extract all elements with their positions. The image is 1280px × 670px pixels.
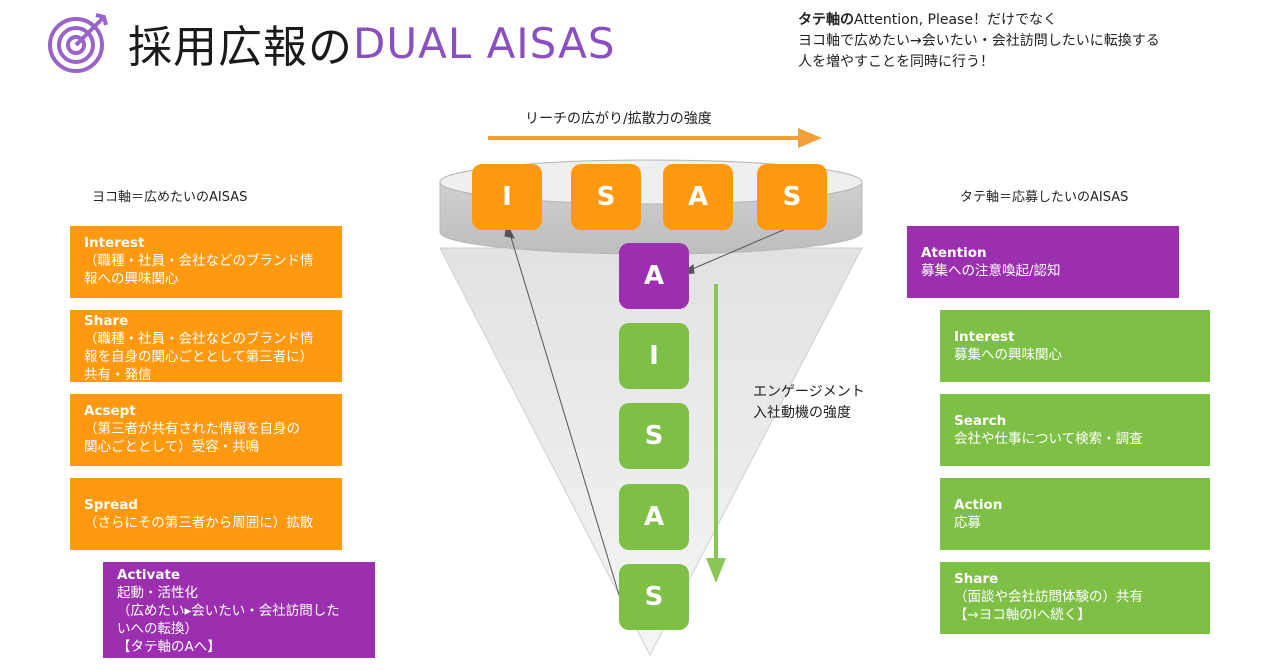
left-item-acsept: Acsept （第三者が共有された情報を自身の 関心ごととして）受容・共鳴 [70, 394, 342, 466]
left-column-title: ヨコ軸＝広めたいのAISAS [92, 190, 248, 205]
vertical-tile-i: I [619, 323, 689, 389]
right-item-share: Share （面談や会社訪問体験の）共有 【→ヨコ軸のIへ続く】 [940, 562, 1210, 634]
reach-label: リーチの広がり/拡散力の強度 [525, 111, 712, 127]
target-icon [48, 13, 108, 73]
vertical-tile-a1: A [619, 243, 689, 309]
horizontal-tile-s2: S [757, 164, 827, 230]
engagement-arrow [706, 284, 726, 583]
right-column-title: タテ軸＝応募したいのAISAS [960, 190, 1129, 205]
note-line-1: タテ軸のAttention, Please！だけでなく [798, 12, 1057, 28]
right-item-action: Action 応募 [940, 478, 1210, 550]
header-note: タテ軸のAttention, Please！だけでなく ヨコ軸で広めたい→会いた… [798, 10, 1268, 73]
reach-arrow [488, 128, 822, 148]
right-item-interest: Interest 募集への興味関心 [940, 310, 1210, 382]
vertical-tile-s1: S [619, 403, 689, 469]
page-title-jp: 採用広報の [128, 22, 353, 73]
horizontal-tile-i: I [472, 164, 542, 230]
horizontal-tile-s1: S [571, 164, 641, 230]
engagement-label: エンゲージメント 入社動機の強度 [753, 384, 865, 421]
vertical-tile-a2: A [619, 484, 689, 550]
right-item-atention: Atention 募集への注意喚起/認知 [907, 226, 1179, 298]
left-item-share: Share （職種・社員・会社などのブランド情 報を自身の関心ごととして第三者に… [70, 310, 342, 382]
page-title-en: DUAL AISAS [353, 18, 616, 68]
right-item-search: Search 会社や仕事について検索・調査 [940, 394, 1210, 466]
left-item-activate: Activate 起動・活性化 （広めたい▸会いたい・会社訪問した いへの転換）… [103, 562, 375, 658]
left-item-spread: Spread （さらにその第三者から周囲に）拡散 [70, 478, 342, 550]
note-line-2: ヨコ軸で広めたい→会いたい・会社訪問したいに転換する [798, 33, 1160, 49]
page-header: 採用広報の DUAL AISAS [44, 8, 616, 78]
vertical-tile-s2: S [619, 564, 689, 630]
note-line-3: 人を増やすことを同時に行う！ [798, 54, 994, 70]
left-item-interest: Interest （職種・社員・会社などのブランド情 報への興味関心 [70, 226, 342, 298]
horizontal-tile-a: A [663, 164, 733, 230]
